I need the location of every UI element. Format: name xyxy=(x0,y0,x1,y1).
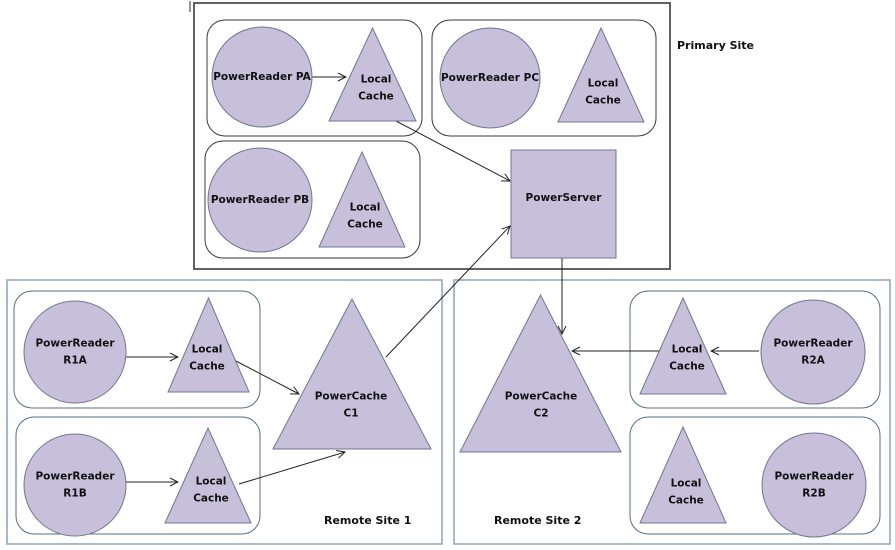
reader-circle xyxy=(207,147,313,253)
node-label: Local xyxy=(196,476,227,488)
reader-circle xyxy=(211,26,313,128)
edge-cacheR1B-to-powerCacheC1 xyxy=(238,452,345,485)
node-label: C2 xyxy=(533,408,548,420)
primary-site-label: Primary Site xyxy=(677,39,754,52)
power-cache-triangle xyxy=(459,293,622,453)
node-label: Cache xyxy=(189,361,225,373)
node-label: PowerReader xyxy=(35,471,115,483)
reader-circle xyxy=(23,433,127,537)
node-label: Cache xyxy=(193,493,229,505)
node-label: R2A xyxy=(801,355,825,367)
local-cache-triangle xyxy=(164,426,252,524)
remote-site-1-label: Remote Site 1 xyxy=(324,514,411,527)
node-reader-p-a: PowerReader PA xyxy=(211,26,313,128)
local-cache-triangle xyxy=(167,296,250,393)
reader-circle xyxy=(761,432,867,538)
edge-cachePA-to-server xyxy=(395,120,510,181)
node-label: PowerReader xyxy=(773,338,853,350)
node-label: Local xyxy=(672,344,703,356)
edge-cacheR1A-to-powerCacheC1 xyxy=(233,359,299,394)
node-label: PowerCache xyxy=(315,391,388,403)
node-label: Cache xyxy=(669,361,705,373)
server-square xyxy=(510,149,617,259)
edges xyxy=(126,77,759,484)
node-label: Cache xyxy=(668,495,704,507)
node-label: Local xyxy=(588,78,619,90)
node-reader-p-b: PowerReader PB xyxy=(207,147,313,253)
node-label: R1B xyxy=(63,488,86,500)
node-label: Cache xyxy=(358,91,394,103)
node-label: C1 xyxy=(343,408,358,420)
reader-circle xyxy=(439,27,541,129)
node-label: Cache xyxy=(347,219,383,231)
node-label: PowerReader PB xyxy=(211,194,309,206)
power-cache-triangle xyxy=(272,297,432,450)
node-label: PowerReader PA xyxy=(213,71,311,83)
node-label: PowerServer xyxy=(526,192,603,204)
reader-circle xyxy=(760,299,866,405)
local-cache-triangle xyxy=(328,26,417,122)
node-label: R1A xyxy=(63,355,87,367)
remote-site-2-label: Remote Site 2 xyxy=(494,514,581,527)
node-label: Local xyxy=(361,74,392,86)
node-label: PowerCache xyxy=(505,391,578,403)
node-label: PowerReader PC xyxy=(441,72,539,84)
local-cache-triangle xyxy=(639,425,727,524)
reader-circle xyxy=(23,300,127,404)
edge-powerCacheC1-to-server xyxy=(385,226,510,358)
node-label: PowerReader xyxy=(35,338,115,350)
node-label: R2B xyxy=(802,488,825,500)
node-reader-p-c: PowerReader PC xyxy=(439,27,541,129)
local-cache-triangle xyxy=(557,26,645,123)
node-label: Cache xyxy=(585,95,621,107)
node-label: PowerReader xyxy=(774,471,854,483)
node-label: Local xyxy=(671,478,702,490)
local-cache-triangle xyxy=(318,150,406,248)
local-cache-triangle xyxy=(639,296,727,395)
node-server: PowerServer xyxy=(510,149,617,259)
node-label: Local xyxy=(192,344,223,356)
node-label: Local xyxy=(350,202,381,214)
